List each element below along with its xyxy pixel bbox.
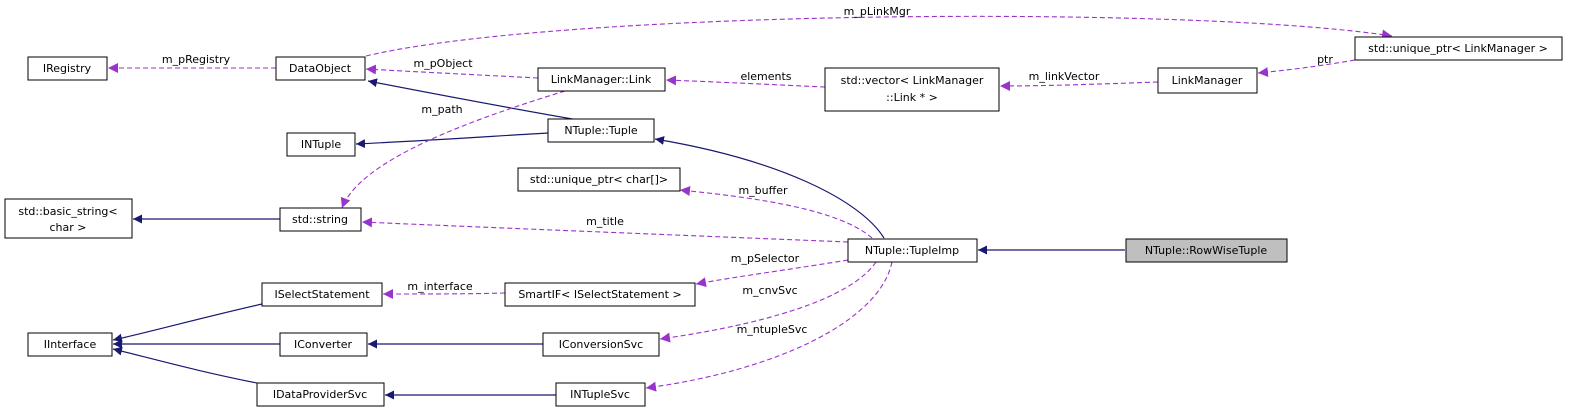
node-label: std::unique_ptr< LinkManager > <box>1368 42 1548 55</box>
node-label: DataObject <box>289 62 352 75</box>
node-label: IInterface <box>44 338 97 351</box>
edge-usage-m-title <box>361 217 849 243</box>
node-label: NTuple::Tuple <box>564 124 638 137</box>
label-m-pselector: m_pSelector <box>731 252 800 265</box>
node-label: NTuple::RowWiseTuple <box>1145 244 1268 257</box>
node-unique-ptr-linkmanager[interactable]: std::unique_ptr< LinkManager > <box>1354 36 1563 61</box>
node-label: char > <box>50 221 87 234</box>
node-iregistry[interactable]: IRegistry <box>27 56 108 81</box>
edge-usage-m-path <box>340 90 566 209</box>
node-smartif-iselectstatement[interactable]: SmartIF< ISelectStatement > <box>504 282 696 307</box>
edge-usage-ptr <box>1257 59 1356 78</box>
edge-usage-elements <box>665 75 826 88</box>
node-std-string[interactable]: std::string <box>279 207 362 232</box>
label-m-pregistry: m_pRegistry <box>162 53 231 66</box>
label-m-pobject: m_pObject <box>413 57 473 70</box>
node-ntuple-tuple[interactable]: NTuple::Tuple <box>547 118 655 143</box>
edge-usage-m-interface <box>382 288 506 299</box>
node-dataobject[interactable]: DataObject <box>275 56 366 81</box>
label-m-linkvector: m_linkVector <box>1029 70 1100 83</box>
node-ntuple-tupleimp[interactable]: NTuple::TupleImp <box>847 238 978 263</box>
node-label: INTuple <box>301 138 342 151</box>
edge-tuple-to-intuple <box>355 132 549 149</box>
node-label: IConverter <box>294 338 353 351</box>
node-label: std::basic_string< <box>18 205 117 218</box>
node-iconversionsvc[interactable]: IConversionSvc <box>542 332 660 357</box>
node-label: NTuple::TupleImp <box>865 244 959 257</box>
node-iinterface[interactable]: IInterface <box>27 332 113 357</box>
edge-usage-m-pselector <box>695 259 849 288</box>
edge-usage-m-linkvector <box>999 80 1159 91</box>
node-label: std::vector< LinkManager <box>841 74 984 87</box>
node-std-vector-link[interactable]: std::vector< LinkManager ::Link * > <box>824 67 1000 112</box>
node-label: IDataProviderSvc <box>273 388 367 401</box>
edge-usage-m-pobject <box>365 64 539 79</box>
node-label: ISelectStatement <box>274 288 370 301</box>
edge-usage-m-ntuplesvc <box>645 261 893 392</box>
node-basic-string[interactable]: std::basic_string< char > <box>4 198 133 239</box>
edge-iselect-to-iinterface <box>112 303 263 343</box>
node-linkmanager-link[interactable]: LinkManager::Link <box>537 67 666 92</box>
node-label: SmartIF< ISelectStatement > <box>518 288 681 301</box>
edge-idataprov-to-iinterface <box>112 346 263 385</box>
edge-tuple-to-dataobject <box>367 78 591 123</box>
label-ptr: ptr <box>1317 53 1333 66</box>
label-m-cnvsvc: m_cnvSvc <box>742 284 797 297</box>
node-unique-ptr-char[interactable]: std::unique_ptr< char[]> <box>517 167 681 192</box>
label-m-interface: m_interface <box>407 280 473 293</box>
node-label: LinkManager::Link <box>551 73 652 86</box>
node-idataprovidersvc[interactable]: IDataProviderSvc <box>256 382 385 407</box>
edge-usage-m-buffer <box>679 186 873 239</box>
node-label: std::unique_ptr< char[]> <box>530 173 668 186</box>
node-label: IRegistry <box>43 62 92 75</box>
node-label: INTupleSvc <box>570 388 630 401</box>
node-iselectstatement[interactable]: ISelectStatement <box>261 282 383 307</box>
label-m-plinkmgr: m_pLinkMgr <box>844 5 911 18</box>
node-label: IConversionSvc <box>559 338 643 351</box>
node-label: std::string <box>292 213 348 226</box>
label-m-buffer: m_buffer <box>738 184 788 197</box>
node-intuple[interactable]: INTuple <box>286 132 356 157</box>
label-m-ntuplesvc: m_ntupleSvc <box>737 323 808 336</box>
node-iconverter[interactable]: IConverter <box>279 332 368 357</box>
edge-usage-m-plinkmgr <box>365 15 1393 57</box>
node-label: ::Link * > <box>886 91 938 104</box>
edge-tupleimp-to-tuple <box>654 136 885 239</box>
node-linkmanager[interactable]: LinkManager <box>1157 67 1258 94</box>
node-intuplesvc[interactable]: INTupleSvc <box>555 382 646 407</box>
node-label: LinkManager <box>1172 74 1243 87</box>
label-m-path: m_path <box>421 103 462 116</box>
label-m-title: m_title <box>586 215 624 228</box>
node-ntuple-rowwisetuple[interactable]: NTuple::RowWiseTuple <box>1125 238 1288 263</box>
edge-usage-m-cnvsvc <box>659 261 877 343</box>
label-elements: elements <box>740 70 791 83</box>
